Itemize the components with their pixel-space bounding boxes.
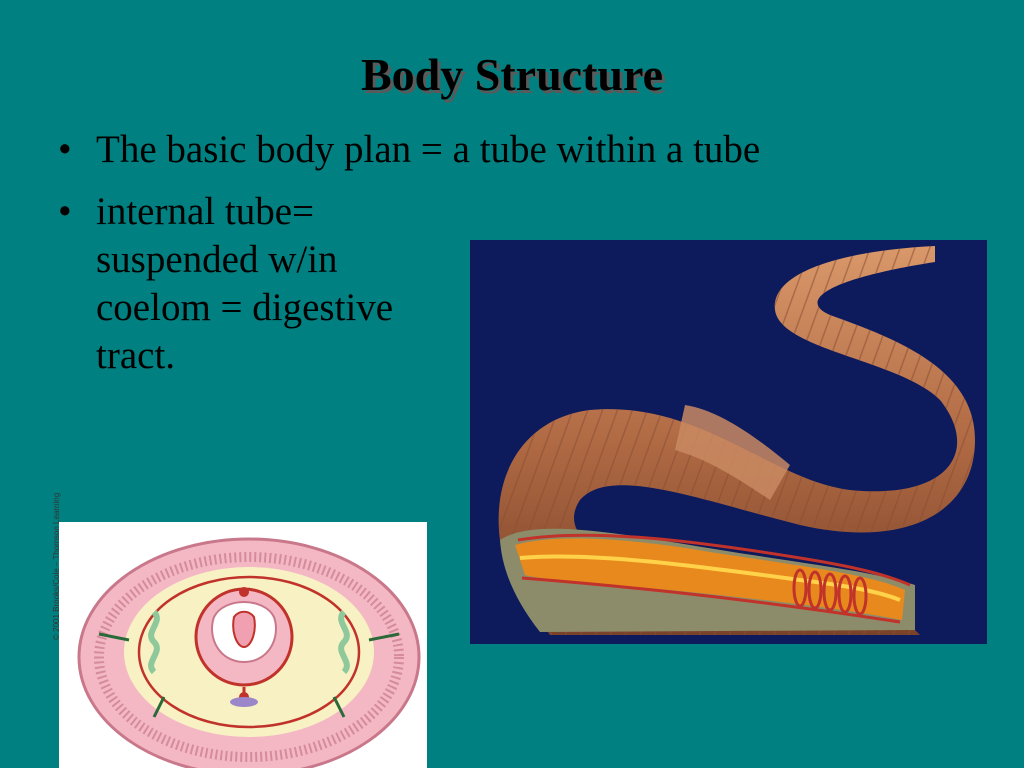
cross-section-icon — [77, 537, 421, 768]
bullet-text: The basic body plan = a tube within a tu… — [96, 128, 761, 171]
cross-section-diagram — [59, 522, 427, 768]
bullet-internal-tube: • internal tube= suspended w/in coelom =… — [58, 188, 458, 380]
earthworm-icon — [498, 246, 975, 635]
bullet-body-plan: • The basic body plan = a tube within a … — [58, 126, 958, 174]
image-credit: © 2001 Brooks/Cole – Thomson Learning — [52, 492, 61, 640]
earthworm-illustration — [470, 240, 987, 644]
bullet-text: internal tube= suspended w/in coelom = d… — [96, 190, 394, 377]
slide-title: Body Structure — [361, 49, 663, 100]
bullet-marker: • — [58, 128, 72, 171]
bullet-marker: • — [58, 190, 72, 233]
